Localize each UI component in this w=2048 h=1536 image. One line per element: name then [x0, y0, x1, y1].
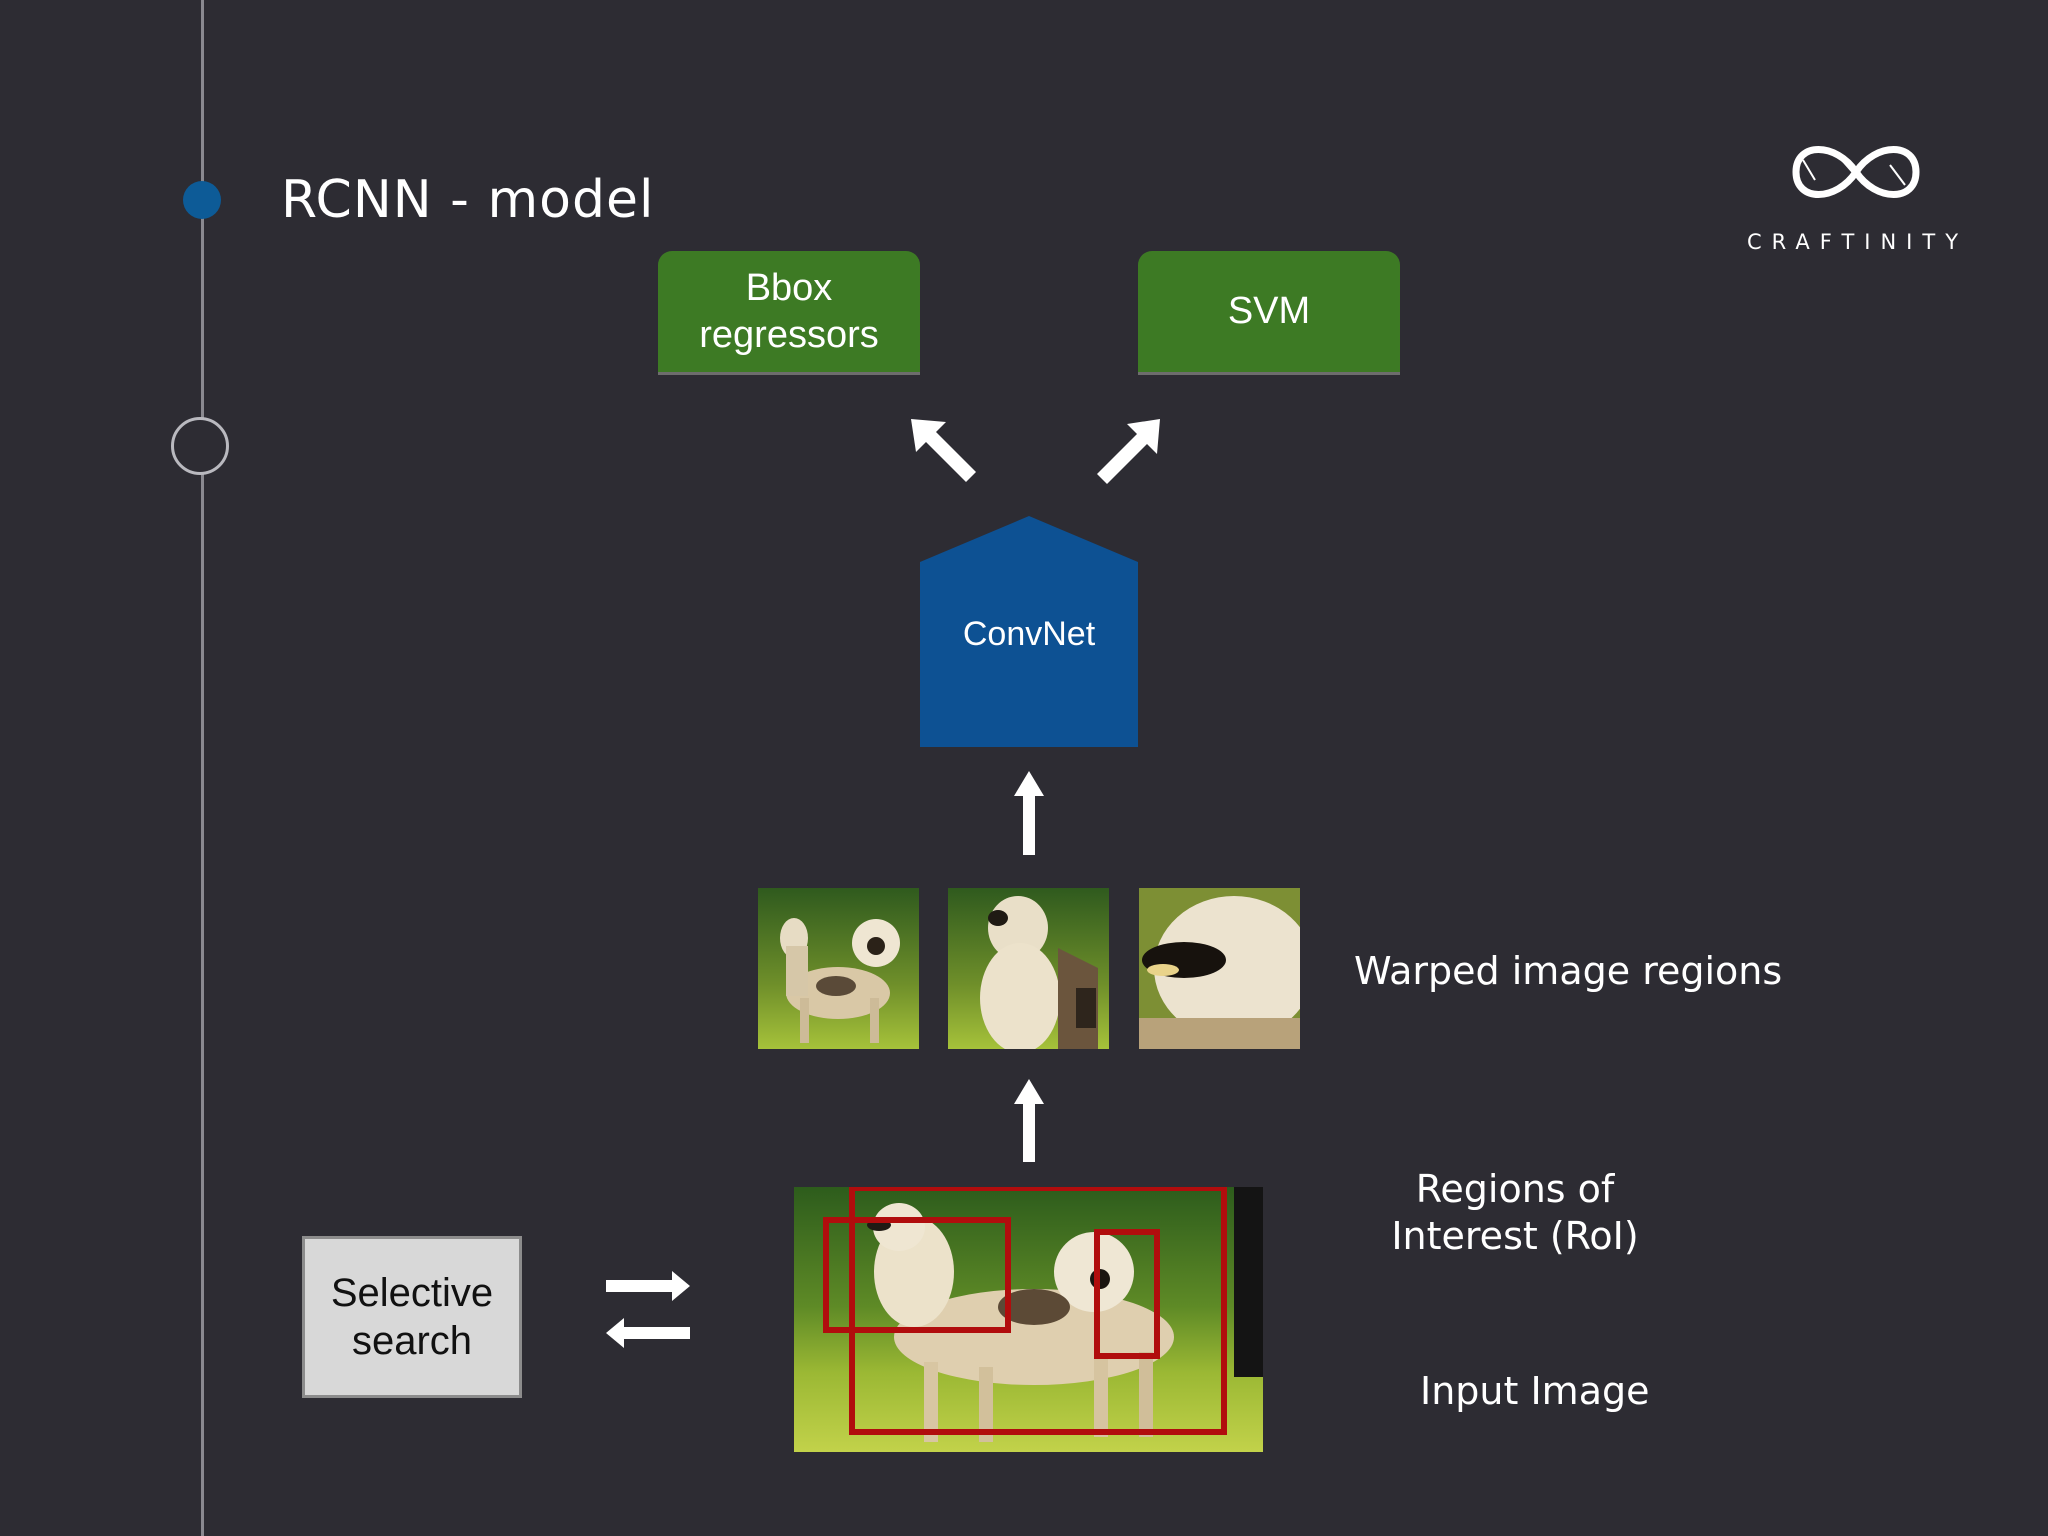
right-arrow-icon — [606, 1271, 690, 1301]
bbox-label-line2: regressors — [699, 313, 879, 356]
roi-label-line1: Regions of — [1415, 1167, 1615, 1211]
input-image-label: Input Image — [1420, 1369, 1650, 1413]
svm-label: SVM — [1227, 290, 1311, 332]
logo-wordmark: CRAFTINITY — [1746, 230, 1969, 254]
svm-box: SVM — [1138, 251, 1400, 375]
infinity-logo-icon — [1792, 146, 1920, 198]
warped-region-1 — [758, 888, 919, 1049]
warped-regions-label: Warped image regions — [1354, 949, 1783, 993]
left-arrow-icon — [606, 1318, 690, 1348]
warped-region-3 — [1139, 888, 1300, 1049]
roi-box-whole-dog — [849, 1187, 1227, 1435]
bbox-label-line1: Bbox — [745, 266, 833, 309]
bbox-regressors-box: Bbox regressors — [658, 251, 920, 375]
warped-region-2 — [948, 888, 1109, 1049]
arrow-to-svm-icon — [1097, 419, 1160, 484]
selective-search-line1: Selective — [330, 1271, 494, 1315]
timeline-line — [201, 0, 204, 1536]
selective-search-box: Selective search — [302, 1236, 522, 1398]
timeline-active-dot — [183, 181, 221, 219]
arrow-to-warped-icon — [1014, 1079, 1044, 1162]
convnet-label: ConvNet — [962, 615, 1096, 653]
arrow-to-bbox-icon — [911, 419, 976, 482]
roi-box-head — [823, 1217, 1011, 1333]
convnet-block — [920, 516, 1138, 747]
roi-label-line2: Interest (RoI) — [1391, 1214, 1639, 1258]
selective-search-line2: search — [351, 1319, 473, 1363]
input-image — [794, 1187, 1263, 1452]
slide-title: RCNN - model — [281, 170, 655, 230]
arrow-to-convnet-icon — [1014, 771, 1044, 855]
timeline-inactive-dot — [171, 417, 229, 475]
roi-box-tail — [1094, 1229, 1160, 1359]
roi-label: Regions of Interest (RoI) — [1380, 1166, 1650, 1260]
